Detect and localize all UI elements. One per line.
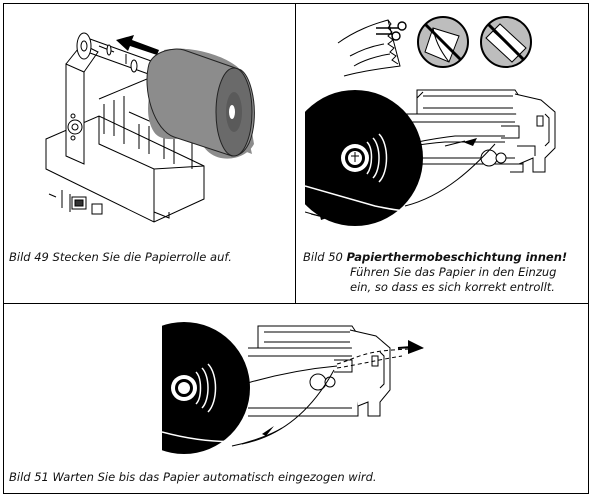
figure-50-number: Bild 50 bbox=[303, 250, 343, 264]
paper-feed-illustration bbox=[305, 89, 556, 226]
panel-divider-vertical bbox=[295, 3, 296, 304]
crossed-out-angled-paper-icon bbox=[480, 16, 532, 68]
figure-49-number: Bild 49 bbox=[9, 250, 49, 264]
figure-50-line-1: Führen Sie das Papier in den Einzug bbox=[350, 265, 557, 279]
figure-50-title: Papierthermobeschichtung innen! bbox=[346, 250, 568, 264]
figure-50-line-2: ein, so dass es sich korrekt entrollt. bbox=[350, 280, 555, 294]
panel-divider-horizontal bbox=[3, 303, 589, 304]
figure-51-caption: Bild 51 Warten Sie bis das Papier automa… bbox=[9, 470, 377, 485]
figure-frame bbox=[3, 3, 589, 494]
scissors-cut-icon bbox=[337, 19, 407, 77]
figure-51-number: Bild 51 bbox=[9, 470, 49, 484]
figure-51-text: Warten Sie bis das Papier automatisch ei… bbox=[52, 470, 377, 484]
figure-50-caption: Bild 50 Papierthermobeschichtung innen! … bbox=[303, 250, 567, 295]
automatic-feed-illustration bbox=[162, 322, 425, 454]
figure-49-text: Stecken Sie die Papierrolle auf. bbox=[52, 250, 232, 264]
crossed-out-torn-paper-icon bbox=[417, 16, 469, 68]
figure-49-caption: Bild 49 Stecken Sie die Papierrolle auf. bbox=[9, 250, 232, 265]
paper-roll-mount-illustration bbox=[45, 32, 255, 223]
